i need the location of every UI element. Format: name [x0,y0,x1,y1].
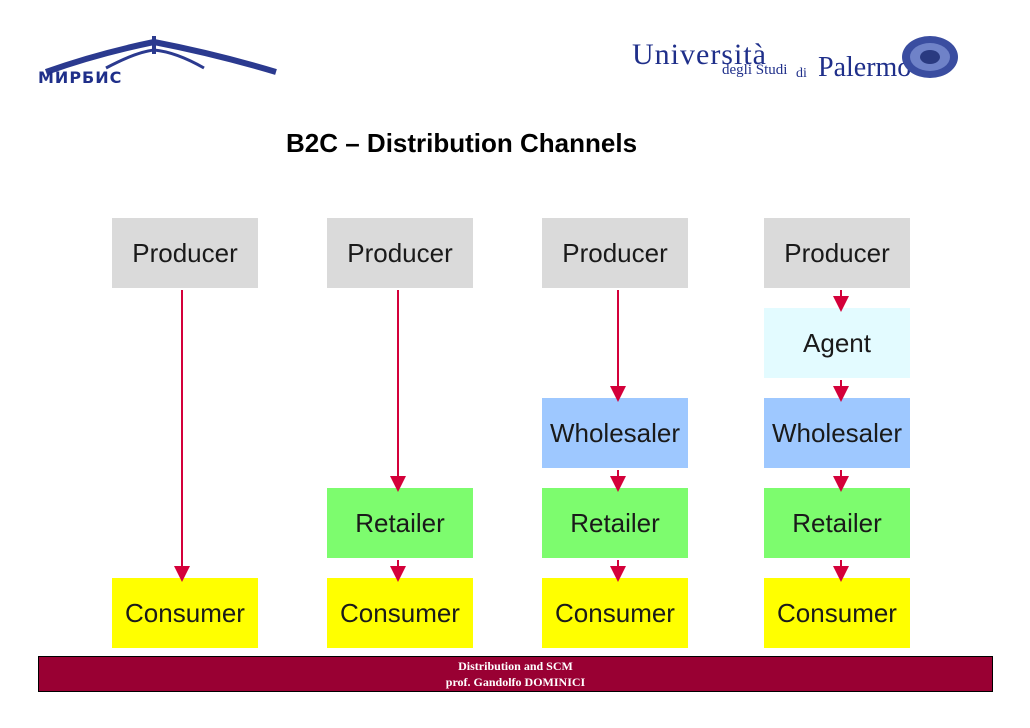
university-logo-line1: Università [632,38,767,71]
footer-bar: Distribution and SCM prof. Gandolfo DOMI… [38,656,993,692]
col4-wholesaler-box: Wholesaler [764,398,910,468]
col3-retailer-box: Retailer [542,488,688,558]
footer-professor: prof. Gandolfo DOMINICI [445,675,586,689]
university-seal-icon [902,36,958,78]
university-logo-line3: di [796,66,807,81]
mirbis-logo-text: МИРБИС [38,68,123,87]
slide-title: B2C – Distribution Channels [286,128,638,158]
col4-retailer-box: Retailer [764,488,910,558]
col3-wholesaler-box: Wholesaler [542,398,688,468]
university-logo-line4: Palermo [818,52,912,83]
col3-consumer-box: Consumer [542,578,688,648]
mirbis-logo [44,36,277,75]
col2-retailer-box: Retailer [327,488,473,558]
col3-producer-box: Producer [542,218,688,288]
col4-agent-box: Agent [764,308,910,378]
col2-consumer-box: Consumer [327,578,473,648]
col4-consumer-box: Consumer [764,578,910,648]
university-logo-line2: degli Studi [722,62,788,78]
footer-course: Distribution and SCM [458,659,573,673]
col1-producer-box: Producer [112,218,258,288]
col1-consumer-box: Consumer [112,578,258,648]
col4-producer-box: Producer [764,218,910,288]
col2-producer-box: Producer [327,218,473,288]
